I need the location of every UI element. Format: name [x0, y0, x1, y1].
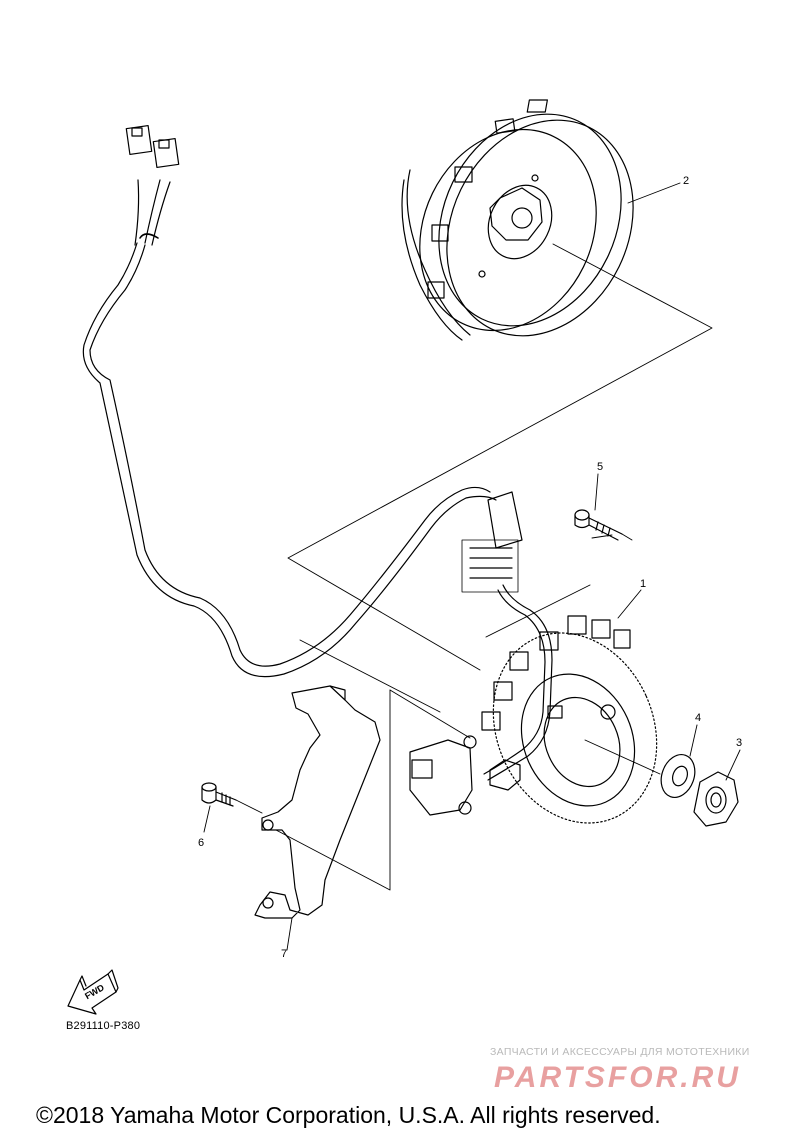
callout-3: 3 — [736, 737, 743, 749]
callout-leaders — [203, 182, 741, 951]
callout-6: 6 — [198, 837, 205, 849]
callout-1: 1 — [640, 578, 647, 590]
callout-7: 7 — [281, 948, 288, 960]
callout-4: 4 — [695, 712, 702, 724]
drawing-code: B291110-P380 — [66, 1020, 141, 1032]
washer-part-4 — [660, 754, 696, 798]
bolt-part-6 — [201, 782, 237, 807]
nut-part-3 — [693, 771, 739, 827]
callout-2: 2 — [683, 175, 690, 187]
watermark: ЗАПЧАСТИ И АКСЕССУАРЫ ДЛЯ МОТОТЕХНИКИ PA… — [470, 1046, 790, 1096]
fwd-arrow-icon — [67, 969, 119, 1015]
screw-part-5 — [574, 509, 623, 541]
watermark-logo: PARTSFOR.RU — [494, 1061, 741, 1093]
watermark-tagline: ЗАПЧАСТИ И АКСЕССУАРЫ ДЛЯ МОТОТЕХНИКИ — [490, 1046, 750, 1058]
copyright-notice: ©2018 Yamaha Motor Corporation, U.S.A. A… — [36, 1102, 661, 1128]
callout-5: 5 — [597, 461, 604, 473]
stator-assembly — [409, 615, 658, 824]
stay-bracket — [254, 685, 381, 919]
stator-wire-harness — [82, 124, 553, 781]
fwd-label: FWD — [83, 982, 106, 1001]
assembly-reference-lines — [235, 243, 713, 891]
watermark-logo-text: PARTSFOR.RU — [494, 1061, 741, 1093]
flywheel-rotor — [401, 99, 634, 341]
